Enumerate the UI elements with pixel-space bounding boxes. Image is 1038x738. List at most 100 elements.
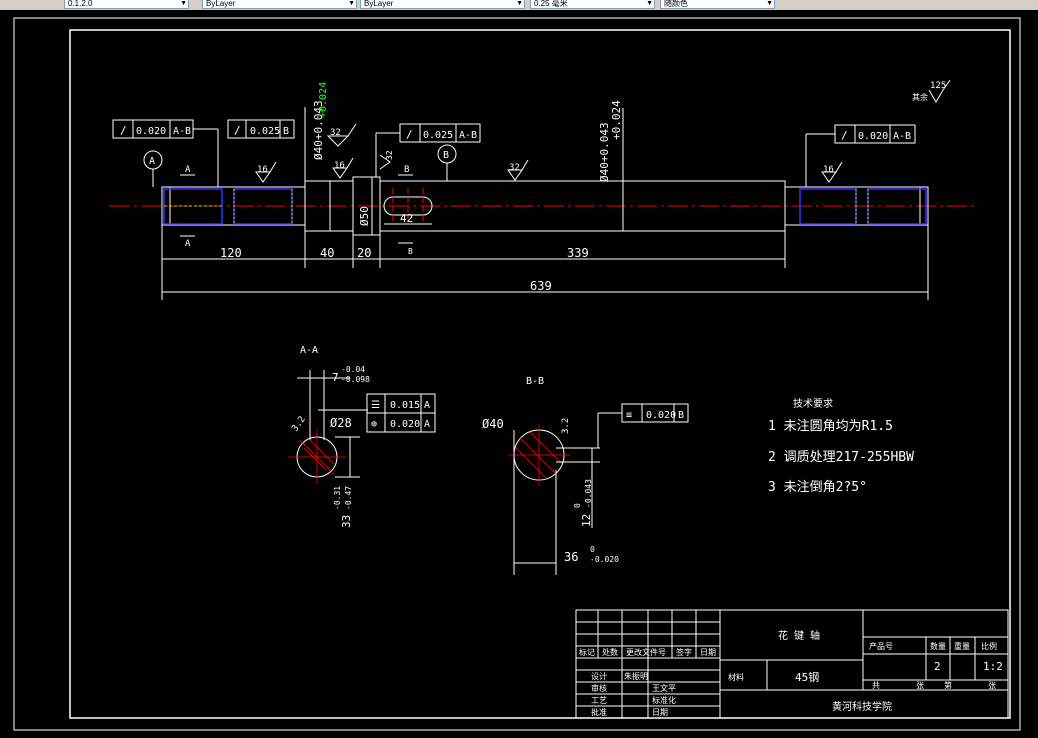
chevron-down-icon: ▼ — [646, 0, 653, 7]
tb-process-label: 工艺 — [591, 696, 607, 705]
tb-qty: 2 — [934, 660, 941, 673]
linetype-dropdown[interactable]: ByLayer ▼ — [202, 0, 357, 9]
dia40-upper-lo: +0.024 — [318, 82, 329, 118]
aa-width: 7 — [332, 371, 339, 384]
tol-4-ref: A-B — [893, 131, 911, 142]
tol-1-ref: A-B — [173, 126, 191, 137]
chevron-down-icon: ▼ — [180, 0, 187, 7]
rough-16a: 16 — [257, 165, 268, 175]
bb-depth: 36 — [564, 550, 578, 564]
tol-frame-1 — [112, 119, 219, 187]
lineweight-dropdown[interactable]: ByLayer▼ — [360, 0, 525, 9]
tb-date: 日期 — [700, 648, 716, 657]
note-1: 1 未注圆角均为R1.5 — [768, 419, 893, 434]
bb-depth-hi: 0 — [590, 545, 595, 554]
aa-depth-hi: -0.31 — [333, 486, 342, 510]
section-a-top: A — [185, 165, 191, 175]
rough-16b: 16 — [334, 161, 345, 171]
rough-other-label: 其余 — [912, 92, 928, 102]
bb-width: 12 — [580, 514, 593, 527]
keyway-length: 42 — [400, 212, 413, 225]
tb-sheet-no: 第 — [944, 680, 952, 690]
tol-frame-3 — [375, 123, 481, 177]
rough-125: 125 — [930, 81, 946, 91]
symmetry-icon: ≡ — [626, 410, 632, 421]
tol-4-value: 0.020 — [858, 131, 888, 142]
tb-designer: 朱振明 — [624, 671, 648, 681]
runout-icon: / — [841, 129, 848, 142]
tol-3-value: 0.025 — [423, 130, 453, 141]
lineweight-value: ByLayer — [364, 0, 394, 8]
section-aa-title: A-A — [300, 345, 318, 356]
section-b-bottom: B — [408, 247, 413, 256]
layer-value: 0.1.2.0 — [68, 0, 93, 8]
thickness-value: 0.25 毫米 — [534, 0, 568, 8]
dim-lines — [161, 225, 929, 300]
bb-width-lo: -0.043 — [584, 479, 593, 508]
note-3: 3 未注倒角2?5° — [768, 480, 867, 495]
dim-20: 20 — [357, 246, 371, 260]
tol-frame-4 — [805, 124, 916, 187]
dia40-mid: Ø40+0.043 — [598, 122, 611, 182]
dim-40: 40 — [320, 246, 334, 260]
flatness-icon: ☰ — [371, 400, 380, 411]
title-block — [575, 609, 1009, 719]
runout-icon: / — [406, 128, 413, 141]
tb-product-label: 产品号 — [869, 641, 893, 651]
aa-flat-value: 0.015 — [390, 400, 420, 411]
dim-339: 339 — [567, 246, 589, 260]
tb-part-name: 花 键 轴 — [778, 629, 820, 642]
drawing-canvas[interactable]: A A B B A B / 0.020 A-B / 0.025 B / 0.02… — [0, 10, 1038, 738]
rough-32a: 32 — [330, 128, 341, 138]
rough-32b: 32 — [385, 150, 394, 160]
tb-count: 处数 — [602, 647, 618, 657]
bb-width-hi: 0 — [573, 503, 582, 508]
aa-dia: Ø28 — [330, 416, 352, 430]
tb-school: 黄河科技学院 — [832, 700, 892, 713]
tb-mark: 标记 — [579, 647, 595, 657]
tb-approve-label: 批准 — [591, 707, 607, 717]
tb-process-val: 标准化 — [652, 695, 676, 705]
tb-check-label: 审核 — [591, 683, 607, 693]
bb-depth-lo: -0.020 — [590, 555, 619, 564]
tb-weight-label: 重量 — [954, 641, 970, 651]
notes-title: 技术要求 — [793, 397, 833, 410]
tb-material-label: 材料 — [728, 672, 744, 682]
color-dropdown[interactable]: 随颜色 ▼ — [660, 0, 775, 9]
dia40-mid-lo: +0.024 — [610, 100, 623, 140]
bb-rough: 3.2 — [561, 418, 571, 434]
section-a-bottom: A — [185, 239, 191, 249]
tb-change: 更改文件号 — [626, 647, 666, 657]
tb-qty-label: 数量 — [930, 641, 946, 651]
section-b-top: B — [404, 165, 409, 175]
chevron-down-icon: ▼ — [766, 0, 773, 7]
chevron-down-icon: ▼ — [348, 0, 355, 7]
dim-120: 120 — [220, 246, 242, 260]
tb-sheet-cur: 张 — [916, 681, 924, 690]
tb-material: 45钢 — [795, 671, 819, 684]
linetype-value: ByLayer — [206, 0, 236, 8]
dia50: Ø50 — [358, 206, 371, 226]
section-bb-title: B-B — [526, 376, 544, 387]
tb-sheet-no2: 张 — [988, 681, 996, 690]
tb-scale: 1:2 — [983, 660, 1003, 673]
tol-2-ref: B — [283, 126, 289, 137]
section-marks — [180, 174, 413, 244]
note-2: 2 调质处理217-255HBW — [768, 450, 914, 465]
color-value: 随颜色 — [664, 0, 688, 8]
aa-width-hi: -0.04 — [341, 365, 365, 374]
roughness-marks — [255, 79, 951, 183]
runout-icon: / — [234, 124, 241, 137]
aa-depth: 33 — [340, 515, 353, 528]
tol-3-ref: A-B — [459, 130, 477, 141]
datum-a-label: A — [149, 156, 155, 167]
tb-sheet-total: 共 — [872, 681, 880, 690]
runout-icon: / — [120, 124, 127, 137]
bb-sym-ref: B — [678, 410, 684, 421]
thickness-dropdown[interactable]: 0.25 毫米 ▼ — [530, 0, 655, 9]
dim-639: 639 — [530, 279, 552, 293]
tb-check-val: 王文平 — [652, 683, 676, 693]
outer-border — [13, 17, 1021, 731]
datum-b-label: B — [443, 150, 449, 161]
layer-dropdown[interactable]: 0.1.2.0 ▼ — [64, 0, 189, 9]
